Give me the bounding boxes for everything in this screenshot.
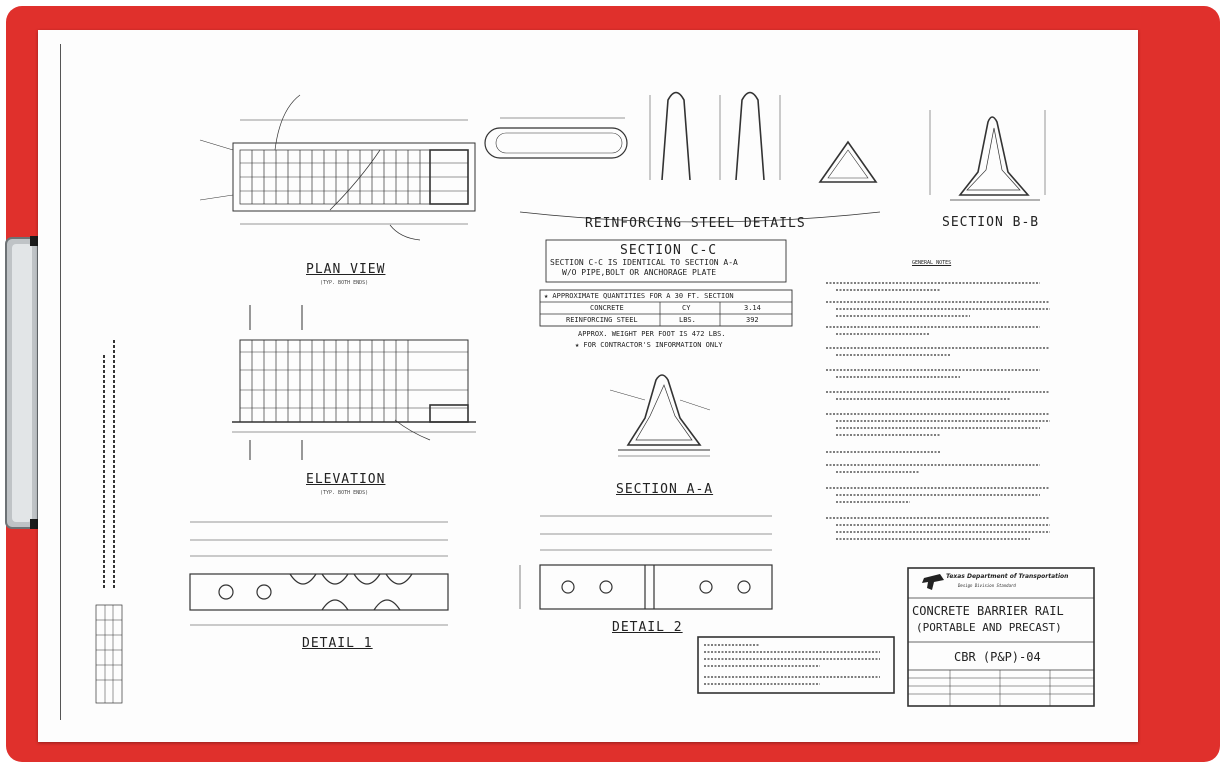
elevation-subtitle: (TYP. BOTH ENDS) — [320, 490, 369, 496]
quantity-row-2-item: REINFORCING STEEL — [566, 316, 638, 324]
detail-1-title: DETAIL 1 — [302, 636, 373, 651]
quantities-header: ★ APPROXIMATE QUANTITIES FOR A 30 FT. SE… — [544, 292, 734, 300]
contractor-note: ★ FOR CONTRACTOR'S INFORMATION ONLY — [575, 341, 723, 349]
quantity-row-2-value: 392 — [746, 316, 759, 324]
weight-note: APPROX. WEIGHT PER FOOT IS 472 LBS. — [578, 330, 726, 338]
quantity-row-1-value: 3.14 — [744, 304, 761, 312]
section-bb-title: SECTION B-B — [942, 215, 1040, 230]
reinforcing-steel-title: REINFORCING STEEL DETAILS — [585, 216, 806, 231]
agency-division: Design Division Standard — [958, 583, 1016, 588]
drawing-title-line2: (PORTABLE AND PRECAST) — [916, 621, 1062, 634]
section-cc-title: SECTION C-C — [620, 243, 718, 258]
section-aa-title: SECTION A-A — [616, 482, 714, 497]
section-cc-line1: SECTION C-C IS IDENTICAL TO SECTION A-A — [550, 258, 738, 267]
plan-view-title: PLAN VIEW — [306, 262, 386, 277]
detail-2-title: DETAIL 2 — [612, 620, 683, 635]
sheet-code: CBR (P&P)-04 — [954, 650, 1041, 664]
plan-view-subtitle: (TYP. BOTH ENDS) — [320, 280, 369, 286]
agency-name: Texas Department of Transportation — [946, 573, 1069, 580]
quantity-row-1-item: CONCRETE — [590, 304, 624, 312]
drawing-title-line1: CONCRETE BARRIER RAIL — [912, 604, 1064, 618]
section-cc-line2: W/O PIPE,BOLT OR ANCHORAGE PLATE — [562, 268, 717, 277]
elevation-title: ELEVATION — [306, 472, 386, 487]
paper-border-line — [60, 44, 1107, 720]
quantity-row-2-unit: LBS. — [679, 316, 696, 324]
quantity-row-1-unit: CY — [682, 304, 691, 312]
drawing-paper — [38, 30, 1138, 742]
txdot-logo-icon — [922, 574, 944, 590]
general-notes-title: GENERAL NOTES — [912, 260, 952, 266]
